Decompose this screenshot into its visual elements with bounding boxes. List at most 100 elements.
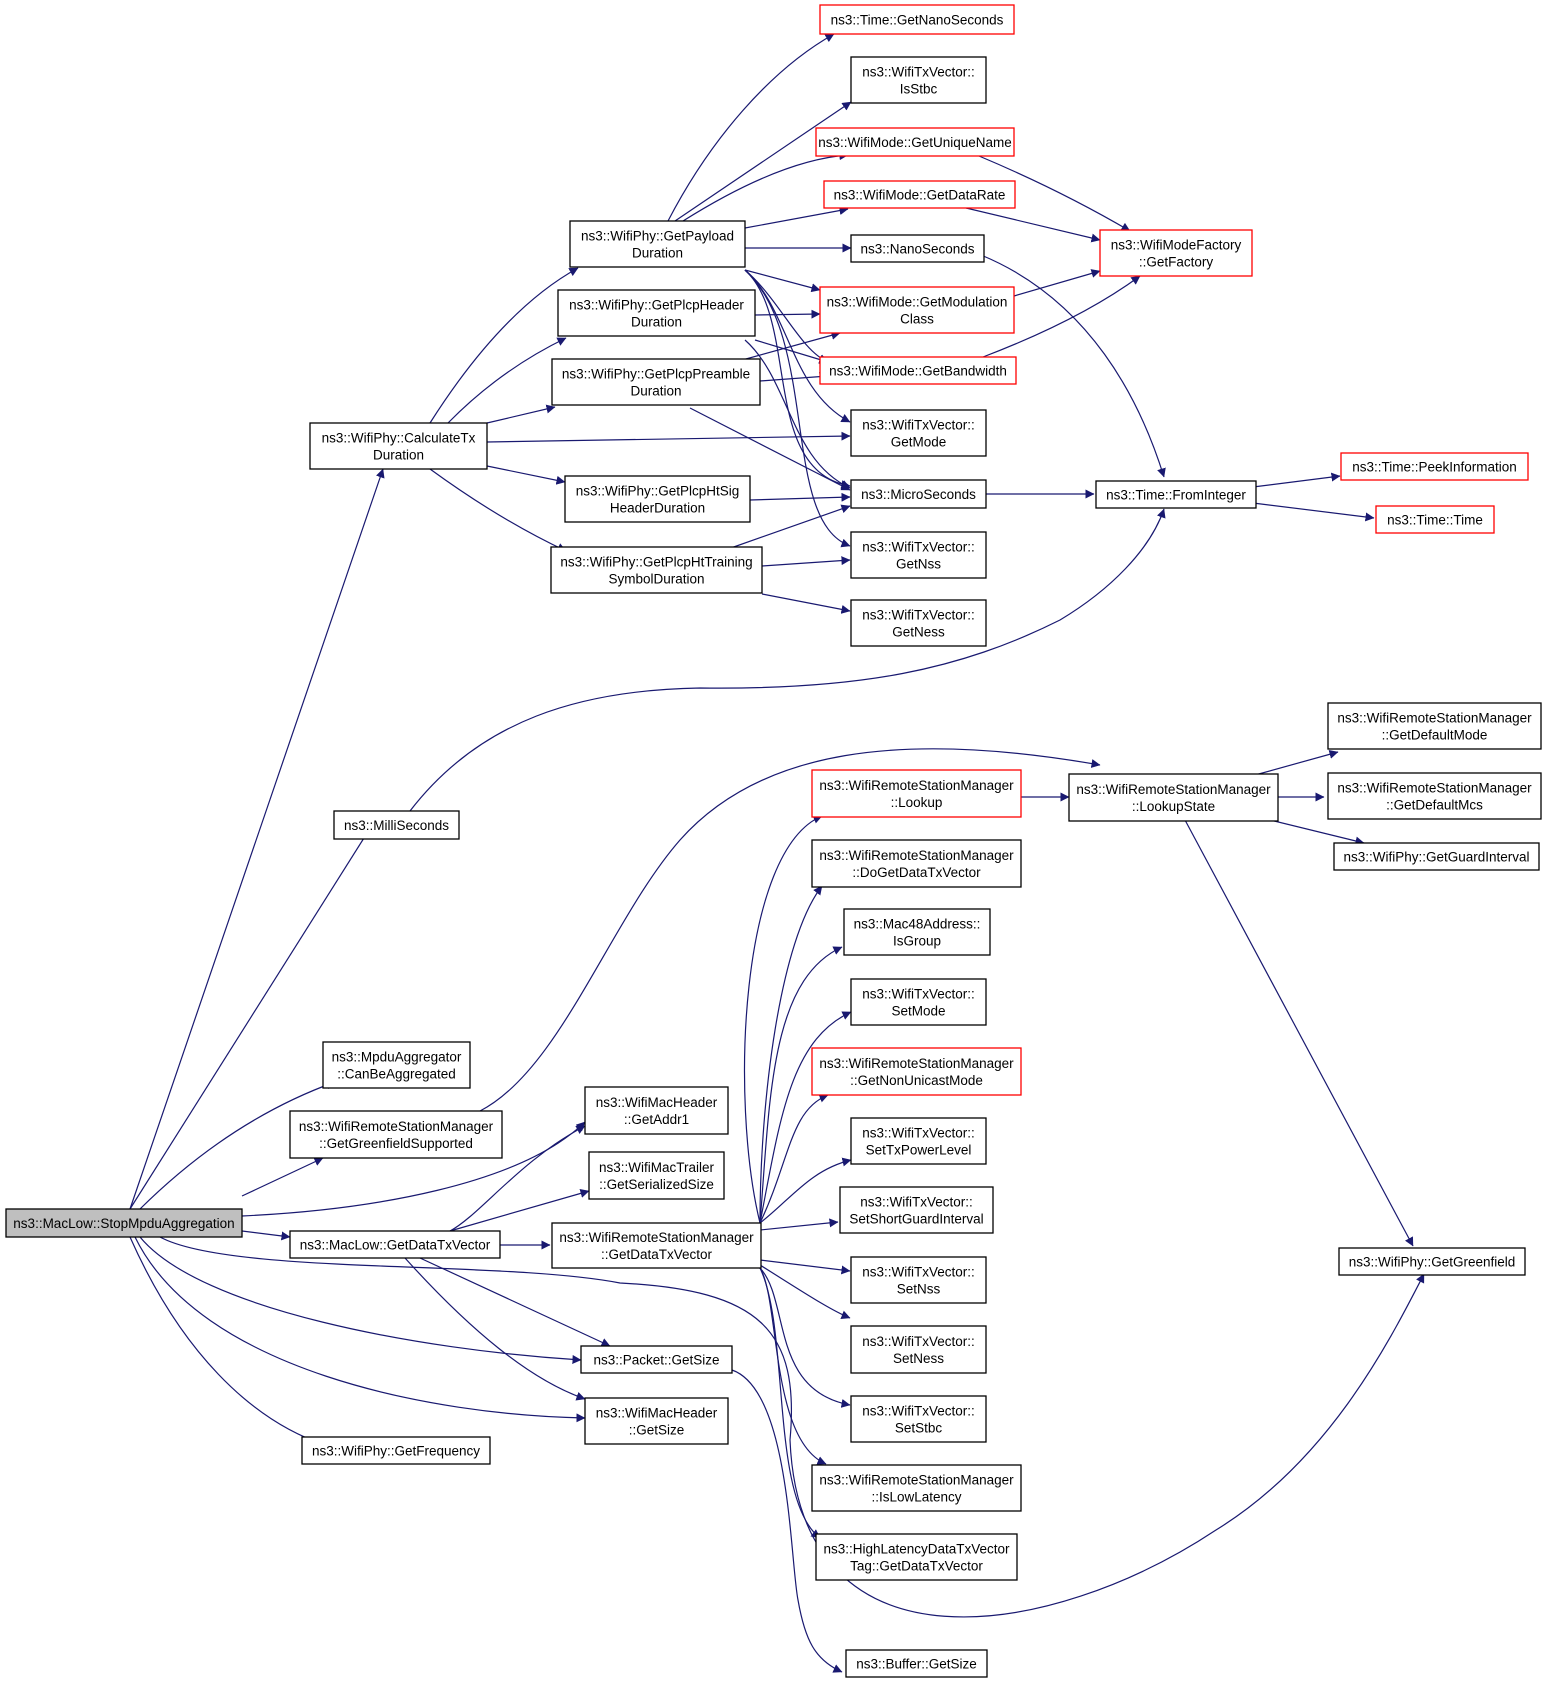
node-trailer[interactable]: ns3::WifiMacTrailer::GetSerializedSize (588, 1151, 725, 1200)
node-rsmdatatx[interactable]: ns3::WifiRemoteStationManager::GetDataTx… (551, 1222, 762, 1269)
edge-lookupstate-guard (1269, 819, 1365, 846)
node-label-line: ns3::WifiRemoteStationManager (819, 778, 1014, 793)
node-box (550, 546, 763, 594)
node-label-line: ns3::WifiRemoteStationManager (819, 1473, 1014, 1488)
node-label-line: ns3::WifiModeFactory (1111, 238, 1242, 253)
node-setmode[interactable]: ns3::WifiTxVector::SetMode (850, 978, 987, 1026)
node-settxpower[interactable]: ns3::WifiTxVector::SetTxPowerLevel (850, 1117, 987, 1165)
edge-modclass-factory (1013, 269, 1101, 297)
node-pktsize[interactable]: ns3::Packet::GetSize (580, 1345, 733, 1374)
node-defmode[interactable]: ns3::WifiRemoteStationManager::GetDefaul… (1327, 702, 1542, 750)
edge-plcppre-bandwidth (759, 372, 829, 382)
node-box (850, 1325, 987, 1374)
node-peek[interactable]: ns3::Time::PeekInformation (1340, 452, 1529, 481)
node-dogetdatatx[interactable]: ns3::WifiRemoteStationManager::DoGetData… (811, 839, 1022, 888)
node-isgroup[interactable]: ns3::Mac48Address::IsGroup (843, 908, 991, 956)
node-guard[interactable]: ns3::WifiPhy::GetGuardInterval (1333, 842, 1540, 871)
node-nanos[interactable]: ns3::NanoSeconds (850, 234, 985, 263)
node-stopmpdu[interactable]: ns3::MacLow::StopMpduAggregation (5, 1208, 243, 1238)
node-setstbc[interactable]: ns3::WifiTxVector::SetStbc (850, 1395, 987, 1443)
node-label-line: ::LookupState (1132, 799, 1215, 814)
node-box (289, 1230, 501, 1259)
node-timetime[interactable]: ns3::Time::Time (1375, 505, 1495, 534)
node-lookup[interactable]: ns3::WifiRemoteStationManager::Lookup (811, 769, 1022, 818)
edge-stopmpdu-getdatatx (241, 1230, 291, 1241)
node-label-line: GetNss (896, 557, 941, 572)
node-hltag[interactable]: ns3::HighLatencyDataTxVectorTag::GetData… (815, 1533, 1018, 1581)
node-islowlat[interactable]: ns3::WifiRemoteStationManager::IsLowLate… (811, 1464, 1022, 1512)
edge-getdatatx-hdrsize (404, 1257, 586, 1401)
node-greenfield[interactable]: ns3::WifiPhy::GetGreenfield (1338, 1247, 1526, 1276)
node-box (1099, 229, 1253, 277)
node-isstbc[interactable]: ns3::WifiTxVector::IsStbc (850, 56, 987, 104)
node-setness[interactable]: ns3::WifiTxVector::SetNess (850, 1325, 987, 1374)
node-hdrsize[interactable]: ns3::WifiMacHeader::GetSize (584, 1397, 729, 1445)
node-label-line: Duration (373, 448, 424, 463)
node-box (551, 358, 761, 406)
node-label-line: ::GetSize (629, 1423, 685, 1438)
node-box (850, 1395, 987, 1443)
node-getdatatx[interactable]: ns3::MacLow::GetDataTxVector (289, 1230, 501, 1259)
edge-payload-nanosec (667, 33, 835, 222)
edge-greensup-lookupstate (479, 748, 1101, 1112)
node-label-line: ns3::WifiRemoteStationManager (1076, 782, 1271, 797)
edge-calctx-payload (429, 267, 579, 424)
node-label-line: ns3::WifiMacTrailer (599, 1160, 715, 1175)
node-label-line: ns3::WifiRemoteStationManager (819, 1056, 1014, 1071)
node-label-line: ns3::WifiMode::GetUniqueName (818, 135, 1012, 150)
node-label-line: ns3::WifiRemoteStationManager (1337, 711, 1532, 726)
node-lookupstate[interactable]: ns3::WifiRemoteStationManager::LookupSta… (1068, 773, 1279, 822)
node-label-line: ns3::WifiTxVector:: (862, 608, 975, 623)
edge-plcphdr-modclass (754, 309, 821, 319)
node-label-line: ns3::Packet::GetSize (593, 1353, 719, 1368)
node-httrain[interactable]: ns3::WifiPhy::GetPlcpHtTrainingSymbolDur… (550, 546, 763, 594)
node-bandwidth[interactable]: ns3::WifiMode::GetBandwidth (819, 356, 1017, 385)
edge-rsmdatatx-setnss (759, 1259, 851, 1275)
node-getnss[interactable]: ns3::WifiTxVector::GetNss (850, 531, 987, 579)
node-nanosec[interactable]: ns3::Time::GetNanoSeconds (819, 4, 1015, 35)
edge-rsmdatatx-isgroup (759, 946, 843, 1224)
node-factory[interactable]: ns3::WifiModeFactory::GetFactory (1099, 229, 1253, 277)
node-label-line: ns3::WifiRemoteStationManager (1337, 781, 1532, 796)
node-box (815, 127, 1015, 157)
node-frominteger[interactable]: ns3::Time::FromInteger (1095, 480, 1257, 509)
node-addr1[interactable]: ns3::WifiMacHeader::GetAddr1 (584, 1086, 729, 1135)
node-millis[interactable]: ns3::MilliSeconds (333, 810, 460, 840)
node-label-line: IsGroup (893, 934, 941, 949)
node-defmcs[interactable]: ns3::WifiRemoteStationManager::GetDefaul… (1327, 772, 1542, 820)
edge-stopmpdu-addr1 (241, 1121, 586, 1217)
node-getmode[interactable]: ns3::WifiTxVector::GetMode (850, 409, 987, 457)
node-datarate[interactable]: ns3::WifiMode::GetDataRate (823, 180, 1016, 209)
node-label-line: Tag::GetDataTxVector (850, 1559, 983, 1574)
node-setsgi[interactable]: ns3::WifiTxVector::SetShortGuardInterval (839, 1186, 994, 1234)
node-label-line: ns3::WifiRemoteStationManager (299, 1119, 494, 1134)
edge-uniq-factory (978, 155, 1131, 232)
node-micros[interactable]: ns3::MicroSeconds (850, 479, 987, 509)
edge-getdatatx-addr1 (449, 1125, 586, 1232)
node-box (1095, 480, 1257, 509)
node-box (845, 1649, 988, 1678)
edge-nanos-frominteger (980, 254, 1166, 478)
node-box (584, 1397, 729, 1445)
node-nonunicast[interactable]: ns3::WifiRemoteStationManager::GetNonUni… (811, 1047, 1022, 1096)
edge-rsmdatatx-setness (759, 1264, 851, 1319)
node-label-line: ns3::WifiTxVector:: (862, 65, 975, 80)
node-canagg[interactable]: ns3::MpduAggregator::CanBeAggregated (322, 1041, 471, 1089)
node-box (584, 1086, 729, 1135)
node-box (580, 1345, 733, 1374)
node-bufsize[interactable]: ns3::Buffer::GetSize (845, 1649, 988, 1678)
node-uniq[interactable]: ns3::WifiMode::GetUniqueName (815, 127, 1015, 157)
node-freq[interactable]: ns3::WifiPhy::GetFrequency (301, 1436, 491, 1465)
edge-frominteger-peek (1252, 472, 1341, 488)
node-getness[interactable]: ns3::WifiTxVector::GetNess (850, 599, 987, 647)
node-greensup[interactable]: ns3::WifiRemoteStationManager::GetGreenf… (289, 1110, 503, 1159)
node-box (551, 1222, 762, 1269)
node-label-line: ::GetSerializedSize (599, 1177, 714, 1192)
node-setnss[interactable]: ns3::WifiTxVector::SetNss (850, 1256, 987, 1304)
